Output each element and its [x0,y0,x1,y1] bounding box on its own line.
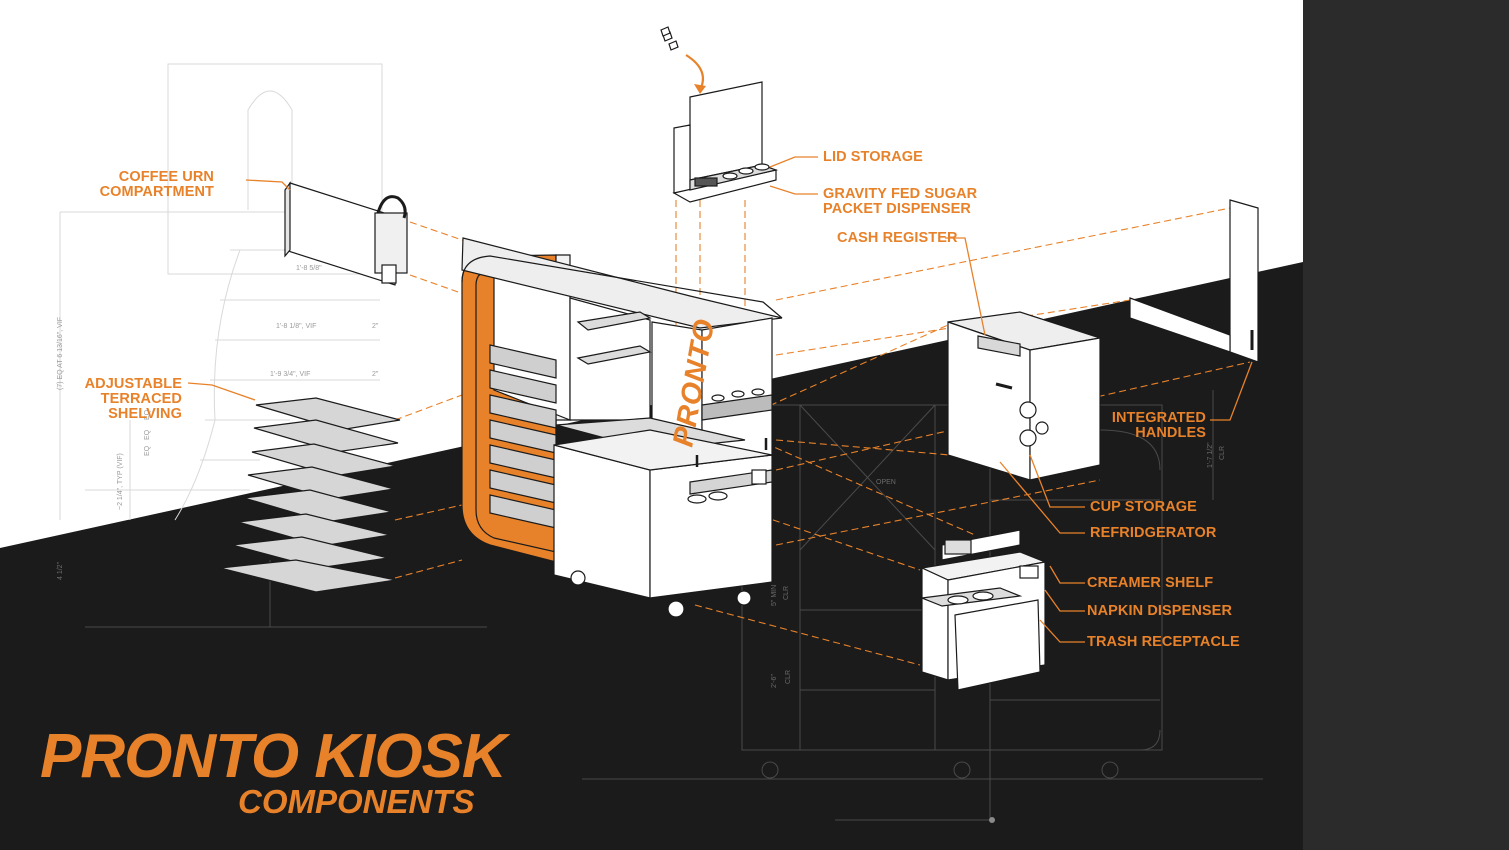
dim-text-4: 2" [372,323,379,330]
dim-text-3: 1'-9 3/4", VIF [270,371,310,378]
side-panel [1303,0,1509,850]
label-cash-register: CASH REGISTER [837,230,958,246]
dim-text-2: 1'-8 1/8", VIF [276,323,316,330]
kiosk-main-body [461,237,783,618]
dim-text-9: EQ [144,445,151,456]
dim-text-1: 1'-8 5/8" [296,265,322,272]
label-cup-storage: CUP STORAGE [1090,499,1197,515]
dim-text-14: 5" MIN [771,585,778,606]
dim-text-13: CLR [1219,446,1226,460]
kiosk-exploded-diagram: 1'-8 5/8" 1'-8 1/8", VIF 1'-9 3/4", VIF … [0,0,1303,823]
lid-storage-component [660,26,779,203]
handles-frame-component [1129,199,1259,363]
dim-text-16: 2'-6" [771,674,778,688]
refrigerator-component [947,311,1101,481]
dim-text-17: CLR [785,670,792,684]
leader-lines [187,156,1253,643]
label-trash-receptacle: TRASH RECEPTACLE [1087,634,1240,650]
label-integrated-handles: INTEGRATED HANDLES [1111,410,1206,441]
label-refrigerator: REFRIDGERATOR [1090,525,1217,541]
dim-text-15: CLR [783,586,790,600]
diagram-board: 1'-8 5/8" 1'-8 1/8", VIF 1'-9 3/4", VIF … [0,0,1303,850]
label-lid-storage: LID STORAGE [823,149,923,165]
dim-open: OPEN [876,479,896,486]
page-title: PRONTO KIOSK [40,722,507,791]
terraced-shelving-component [219,397,401,593]
dim-text-7: EQ [144,409,151,420]
dim-text-11: 4 1/2" [57,561,64,580]
label-adjustable-shelving: ADJUSTABLE TERRACED SHELVING [84,376,182,422]
page-subtitle: COMPONENTS [238,783,475,820]
creamer-station-component [919,529,1048,691]
label-sugar-dispenser: GRAVITY FED SUGAR PACKET DISPENSER [823,186,978,217]
dim-text-10: ~2 1/4", TYP (VIF) [117,453,124,510]
dim-dot [989,817,995,823]
label-coffee-urn: COFFEE URN COMPARTMENT [99,169,214,200]
sugar-arrow-head [694,84,706,94]
dim-text-6: (7) EQ AT 6 13/16", VIF [57,317,64,390]
label-creamer-shelf: CREAMER SHELF [1087,575,1214,591]
alignment-dashes [394,200,1251,666]
dim-text-12: 1'-7 1/2" [1207,442,1214,468]
coffee-urn-component [284,181,408,286]
label-napkin-dispenser: NAPKIN DISPENSER [1087,603,1233,619]
dim-text-5: 2" [372,371,379,378]
dim-text-8: EQ [144,429,151,440]
